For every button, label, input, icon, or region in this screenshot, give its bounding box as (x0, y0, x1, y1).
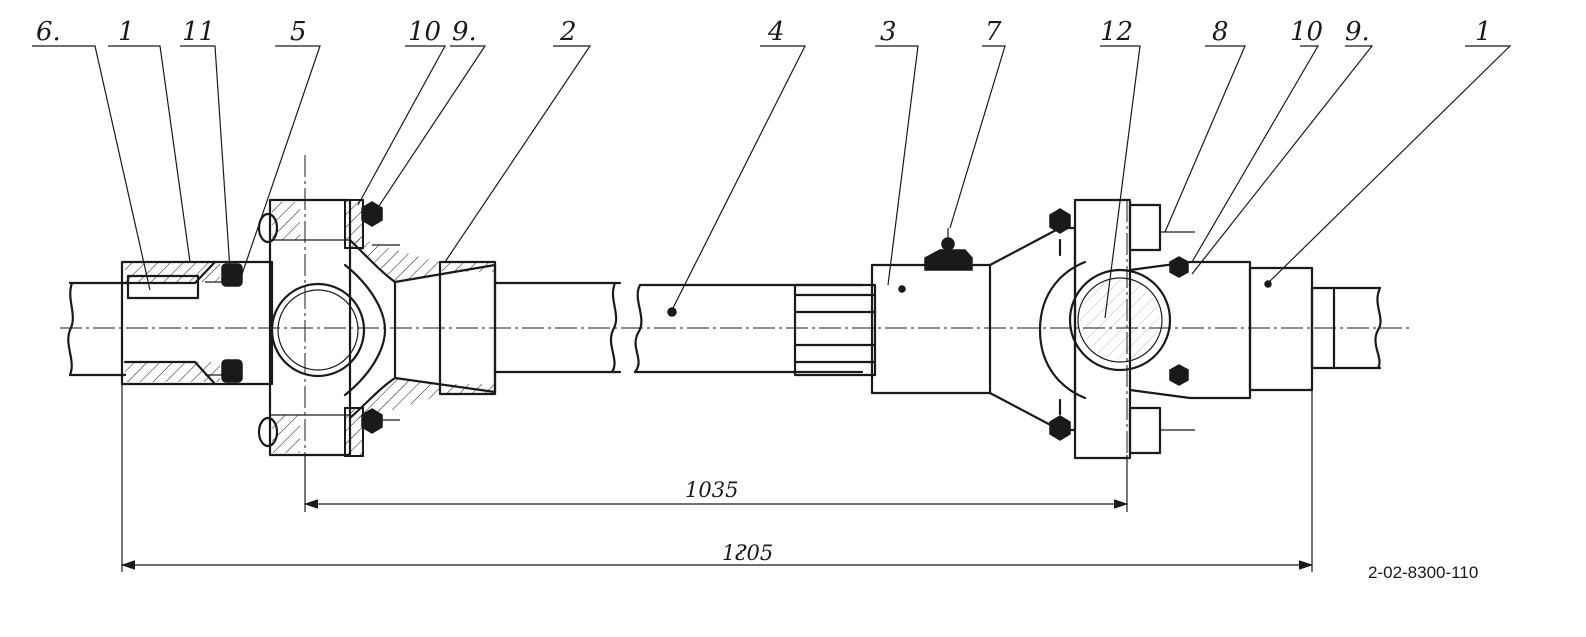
dimension-outer: 1ᴤ05 (120, 384, 1314, 572)
grease-nipple (924, 228, 973, 271)
callout-leaders (32, 45, 1512, 319)
dimension-inner: 1035 (303, 455, 1129, 512)
callout-11: 11 (182, 17, 215, 47)
left-shaft-stub (67, 281, 127, 377)
callout-2: 2 (559, 17, 577, 47)
callout-labels: 6. 1 11 5 10 9. 2 4 3 7 12 8 10 9. 1 (36, 17, 1492, 47)
dimension-inner-value: 1035 (685, 478, 738, 502)
callout-1-left: 1 (118, 17, 135, 47)
callout-3: 3 (880, 17, 897, 47)
left-cross-yoke (257, 155, 366, 510)
right-bolts (1049, 208, 1189, 441)
callout-9-right: 9. (1345, 17, 1370, 47)
callout-9-left: 9. (452, 17, 477, 47)
left-sliding-sleeve (120, 260, 274, 386)
callout-4: 4 (767, 17, 785, 47)
dimension-outer-value: 1ᴤ05 (722, 541, 773, 565)
callout-1-right: 1 (1475, 17, 1492, 47)
callout-10-left: 10 (408, 17, 441, 47)
inner-shaft (493, 281, 622, 374)
callout-10-right: 10 (1290, 17, 1323, 47)
right-sleeve-fork (870, 226, 1087, 432)
right-shaft-stub (1310, 286, 1382, 370)
callout-12: 12 (1100, 17, 1133, 47)
right-spline-shaft (793, 283, 877, 377)
callout-5: 5 (290, 17, 307, 47)
drawing-number: 2-02-8300-110 (1368, 563, 1478, 582)
callout-7: 7 (985, 17, 1002, 47)
callout-6: 6. (36, 17, 61, 47)
callout-8: 8 (1212, 17, 1229, 47)
left-fork-tube (343, 238, 497, 420)
right-cross-yoke (1068, 198, 1195, 510)
